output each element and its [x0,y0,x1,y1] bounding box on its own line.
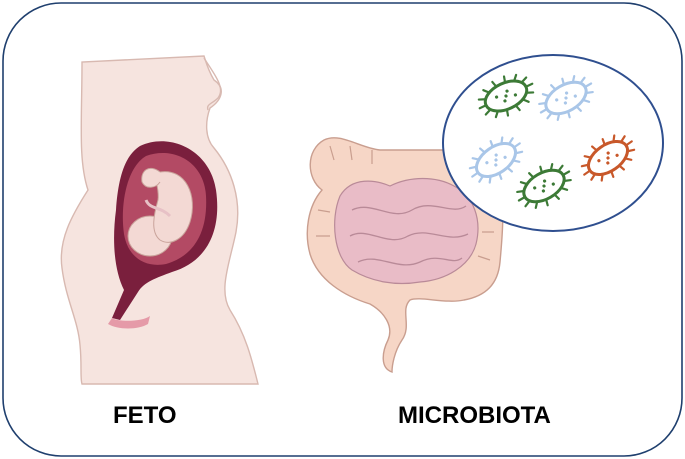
label-feto: FETO [113,402,177,430]
small-intestine [335,179,478,284]
label-microbiota: MICROBIOTA [398,402,551,430]
fetus-legs [142,168,160,187]
